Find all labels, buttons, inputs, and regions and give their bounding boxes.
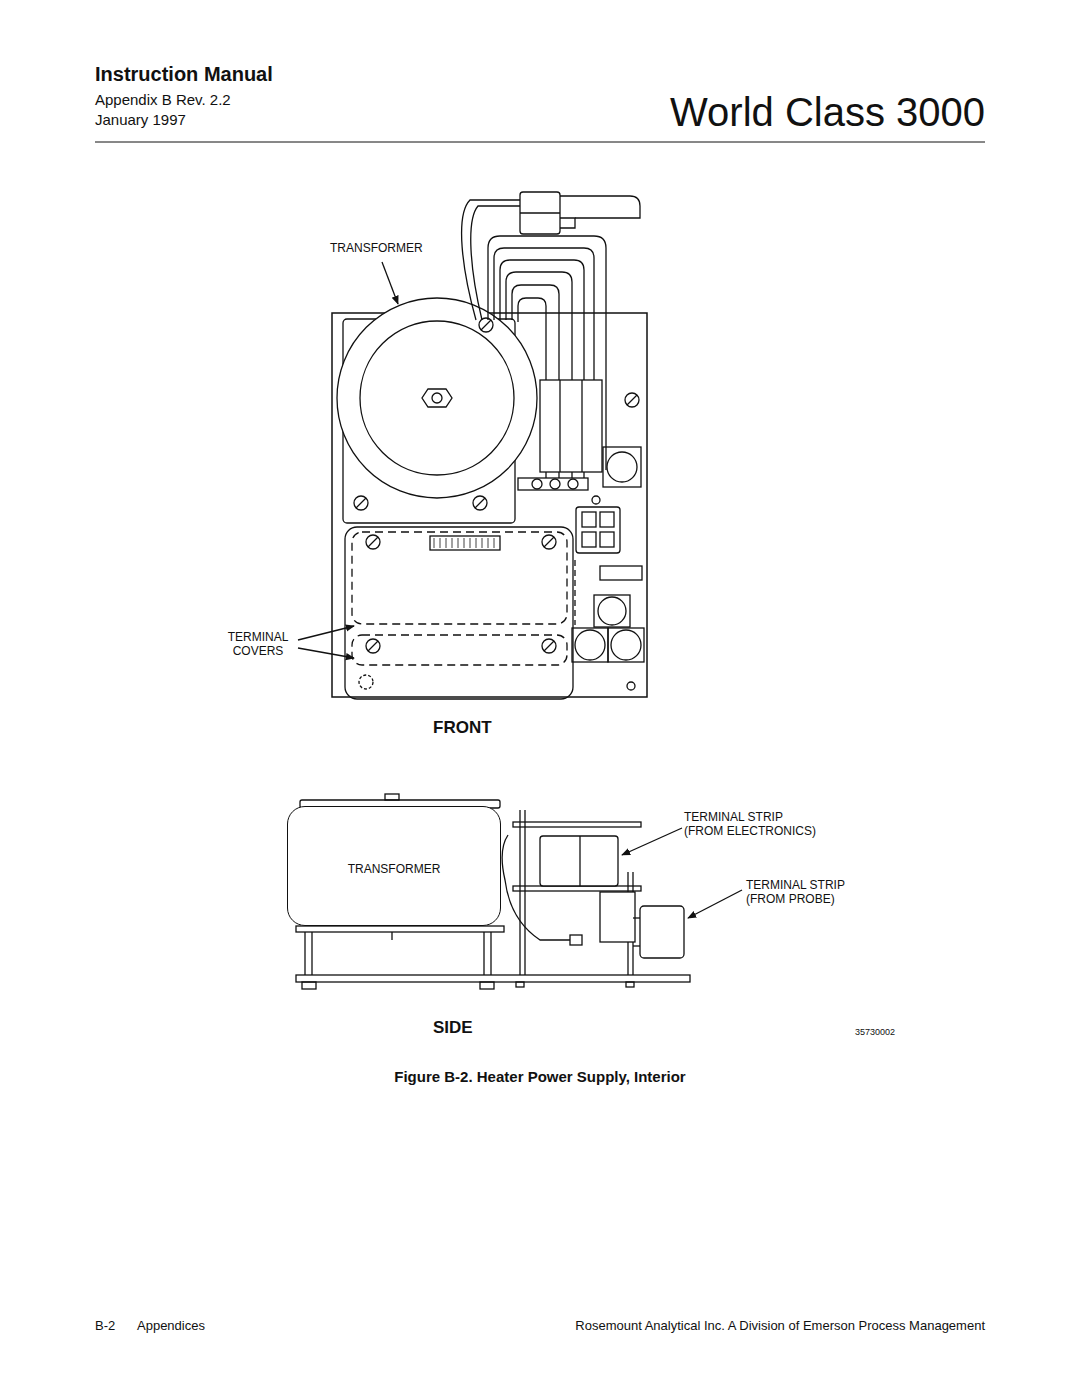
product-title: World Class 3000: [670, 88, 985, 136]
revision-note: Appendix B Rev. 2.2: [95, 91, 231, 109]
part-name: TRANSFORMER: [288, 862, 500, 876]
part-name: TERMINAL COVERS: [226, 630, 290, 659]
section-name: Appendices: [137, 1318, 205, 1334]
figure-caption: Figure B-2. Heater Power Supply, Interio…: [0, 1068, 1080, 1086]
part-name: TERMINAL STRIP (FROM ELECTRONICS): [684, 810, 819, 839]
part-name: TRANSFORMER: [330, 241, 423, 255]
date-note: January 1997: [95, 111, 186, 129]
publisher-note: Rosemount Analytical Inc. A Division of …: [575, 1318, 985, 1334]
header-rule: [95, 142, 985, 143]
front-view: [298, 192, 647, 699]
part-name: TERMINAL STRIP (FROM PROBE): [746, 878, 849, 907]
transformer-housing: TRANSFORMER: [287, 806, 501, 926]
page-number: B-2: [95, 1318, 115, 1334]
view-name: SIDE: [433, 1018, 473, 1038]
view-name: FRONT: [433, 718, 492, 738]
manual-heading: Instruction Manual: [95, 62, 273, 86]
drawing-number: 35730002: [855, 1027, 895, 1038]
